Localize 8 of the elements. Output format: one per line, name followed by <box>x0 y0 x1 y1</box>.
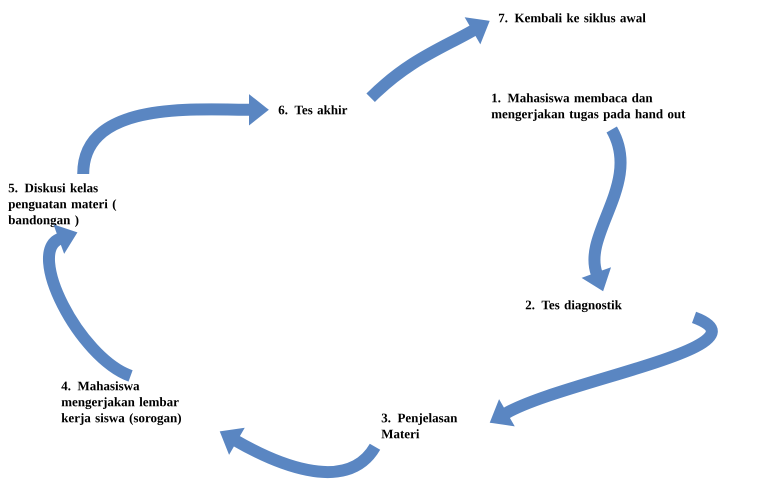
step-label: 4. Mahasiswa mengerjakan lembar kerja siswa (sorogan) <box>61 381 181 426</box>
curved-arrow <box>43 224 134 382</box>
step-label: 1. Mahasiswa membaca dan mengerjakan tugas pada hand out <box>492 93 686 122</box>
step-label: 5. Diskusi kelas penguatan materi ( bandongan ) <box>8 183 116 228</box>
step-label: 3. Penjelasan Materi <box>381 413 458 438</box>
step-label: 6. Tes akhir <box>278 105 348 114</box>
step-label: 2. Tes diagnostik <box>526 300 622 312</box>
step-label: 7. Kembali ke siklus awal <box>498 13 646 22</box>
